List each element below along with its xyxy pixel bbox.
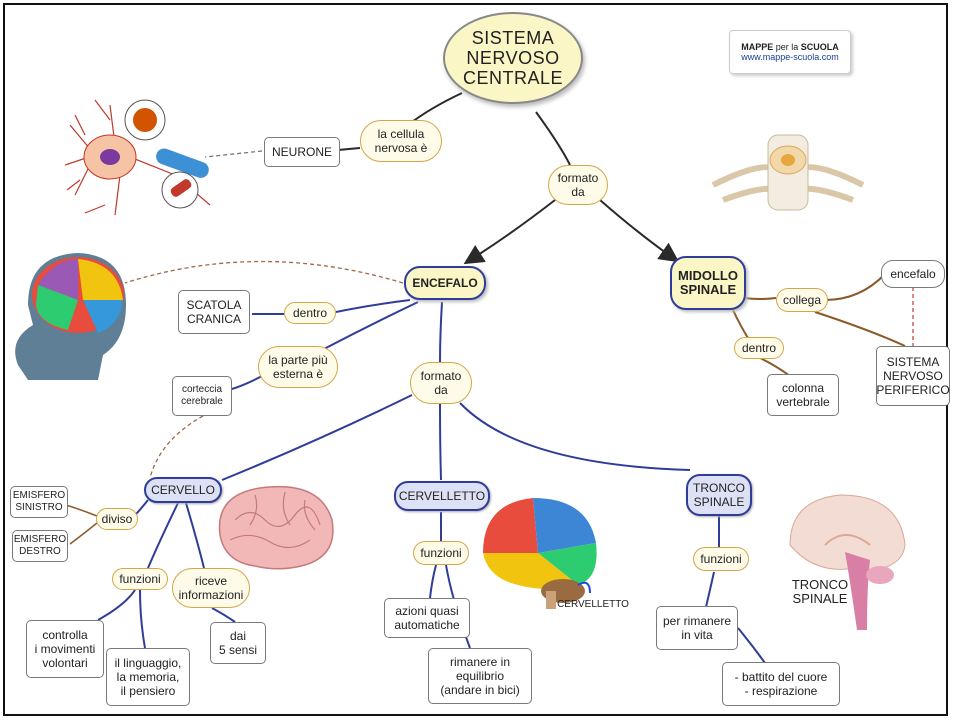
dentro-midollo-connector[interactable]: dentro [734,337,784,359]
link-funzioni-rimanere [705,571,715,608]
brain-section-illustration [789,494,906,630]
brand-scuola: SCUOLA [800,42,839,52]
brain-illustration [218,485,334,570]
signature-url: www.mappe-scuola.com [741,52,839,62]
link-funzioni-azioni [429,564,437,599]
funzioni-tronco-connector[interactable]: funzioni [693,547,749,571]
brand-per-la: per la [773,42,801,52]
link-formato-tronco [459,402,691,471]
colored-brain-illustration [483,498,597,609]
link-neurone-image [204,150,263,158]
head-brain-illustration [15,253,127,380]
link-encefalo-dentro [335,299,411,313]
parte-esterna-connector[interactable]: la parte più esterna è [258,346,338,388]
link-formato-cervelletto [439,403,442,481]
colonna-vertebrale-node[interactable]: colonna vertebrale [767,374,839,416]
dentro-encefalo-connector[interactable]: dentro [284,302,336,324]
emisfero-destro-node[interactable]: EMISFERO DESTRO [12,530,68,562]
formato-encefalo-connector[interactable]: formato da [410,362,472,404]
brand-mappe: MAPPE [741,42,774,52]
link-encefalo-headimage [124,260,404,284]
link-root-formato [535,111,571,166]
link-corteccia-cervello [149,415,204,479]
corteccia-node[interactable]: corteccia cerebrale [172,376,232,416]
link-rimanere-battito [737,627,766,664]
link-collega-encefalo [824,273,886,301]
tronco-spinale-node[interactable]: TRONCO SPINALE [686,474,752,516]
mappe-scuola-signature: MAPPE per la SCUOLA www.mappe-scuola.com [729,30,851,74]
link-encefalo-parte [321,301,419,351]
arrow-to-midollo [599,199,680,263]
cinque-sensi-node[interactable]: dai 5 sensi [210,622,266,664]
cellula-connector[interactable]: la cellula nervosa è [360,120,442,162]
link-cervello-riceve [185,502,205,569]
link-diviso-dx [69,522,98,545]
linguaggio-memoria-node[interactable]: il linguaggio, la memoria, il pensiero [106,648,190,706]
sistema-periferico-node[interactable]: SISTEMA NERVOSO PERIFERICO [876,346,950,406]
equilibrio-node[interactable]: rimanere in equilibrio (andare in bici) [428,648,532,704]
diviso-connector[interactable]: diviso [96,508,138,530]
neuron-illustration [65,99,211,216]
neurone-node[interactable]: NEURONE [264,137,340,167]
funzioni-cervello-connector[interactable]: funzioni [112,568,168,590]
link-encefalo-formato [439,301,443,363]
cervelletto-node[interactable]: CERVELLETTO [394,481,490,511]
link-formato-cervello [221,394,413,481]
root-node[interactable]: SISTEMA NERVOSO CENTRALE [443,12,583,104]
azioni-automatiche-node[interactable]: azioni quasi automatiche [384,598,470,638]
link-midollo-collega [743,297,777,300]
rimanere-vita-node[interactable]: per rimanere in vita [656,606,738,650]
formato-top-connector[interactable]: formato da [548,165,608,205]
link-funzioni-controlla [97,589,136,621]
battito-respirazione-node[interactable]: - battito del cuore - respirazione [722,662,840,706]
spinal-cord-illustration [711,134,865,211]
collega-connector[interactable]: collega [776,288,828,312]
link-cervello-funzioni [147,502,179,569]
link-midollo-dentro [732,309,749,339]
link-parte-corteccia [231,375,263,390]
cervello-node[interactable]: CERVELLO [144,477,222,503]
scatola-cranica-node[interactable]: SCATOLA CRANICA [178,290,250,334]
link-funzioni-linguaggio [139,589,146,649]
tronco-image-label: TRONCO SPINALE [791,577,849,606]
cervelletto-image-label: CERVELLETTO [557,599,629,610]
link-riceve-sensi [211,607,236,623]
encefalo-node[interactable]: ENCEFALO [404,266,486,300]
riceve-informazioni-connector[interactable]: riceve informazioni [172,568,250,608]
signature-brand: MAPPE per la SCUOLA [741,42,839,52]
midollo-node[interactable]: MIDOLLO SPINALE [670,256,746,310]
arrow-to-encefalo [463,199,556,265]
controlla-movimenti-node[interactable]: controlla i movimenti volontari [26,620,104,678]
link-cervello-diviso [135,499,149,515]
link-diviso-sx [65,504,98,517]
link-cellula-neurone [337,147,361,151]
link-collega-periferico [814,311,906,347]
funzioni-cervelletto-connector[interactable]: funzioni [413,541,469,565]
encefalo-small-node[interactable]: encefalo [881,260,945,288]
emisfero-sinistro-node[interactable]: EMISFERO SINISTRO [10,486,68,518]
